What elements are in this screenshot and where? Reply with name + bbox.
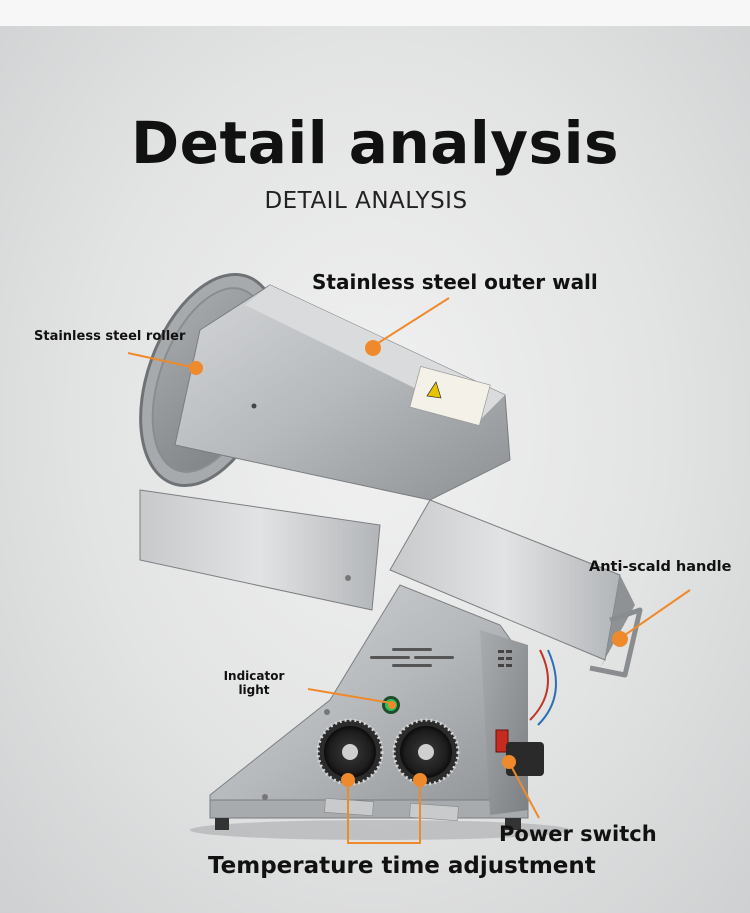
roller-callout: Stainless steel roller	[34, 329, 186, 344]
handle-callout: Anti-scald handle	[589, 559, 732, 575]
outer-wall-callout: Stainless steel outer wall	[312, 270, 598, 294]
page-title: Detail analysis	[131, 109, 619, 177]
power-switch-callout: Power switch	[499, 822, 657, 846]
top-white-strip	[0, 0, 750, 26]
indicator-light-callout: Indicator light	[223, 669, 285, 697]
page-subtitle: DETAIL ANALYSIS	[264, 188, 468, 214]
temperature-time-callout: Temperature time adjustment	[208, 853, 596, 879]
